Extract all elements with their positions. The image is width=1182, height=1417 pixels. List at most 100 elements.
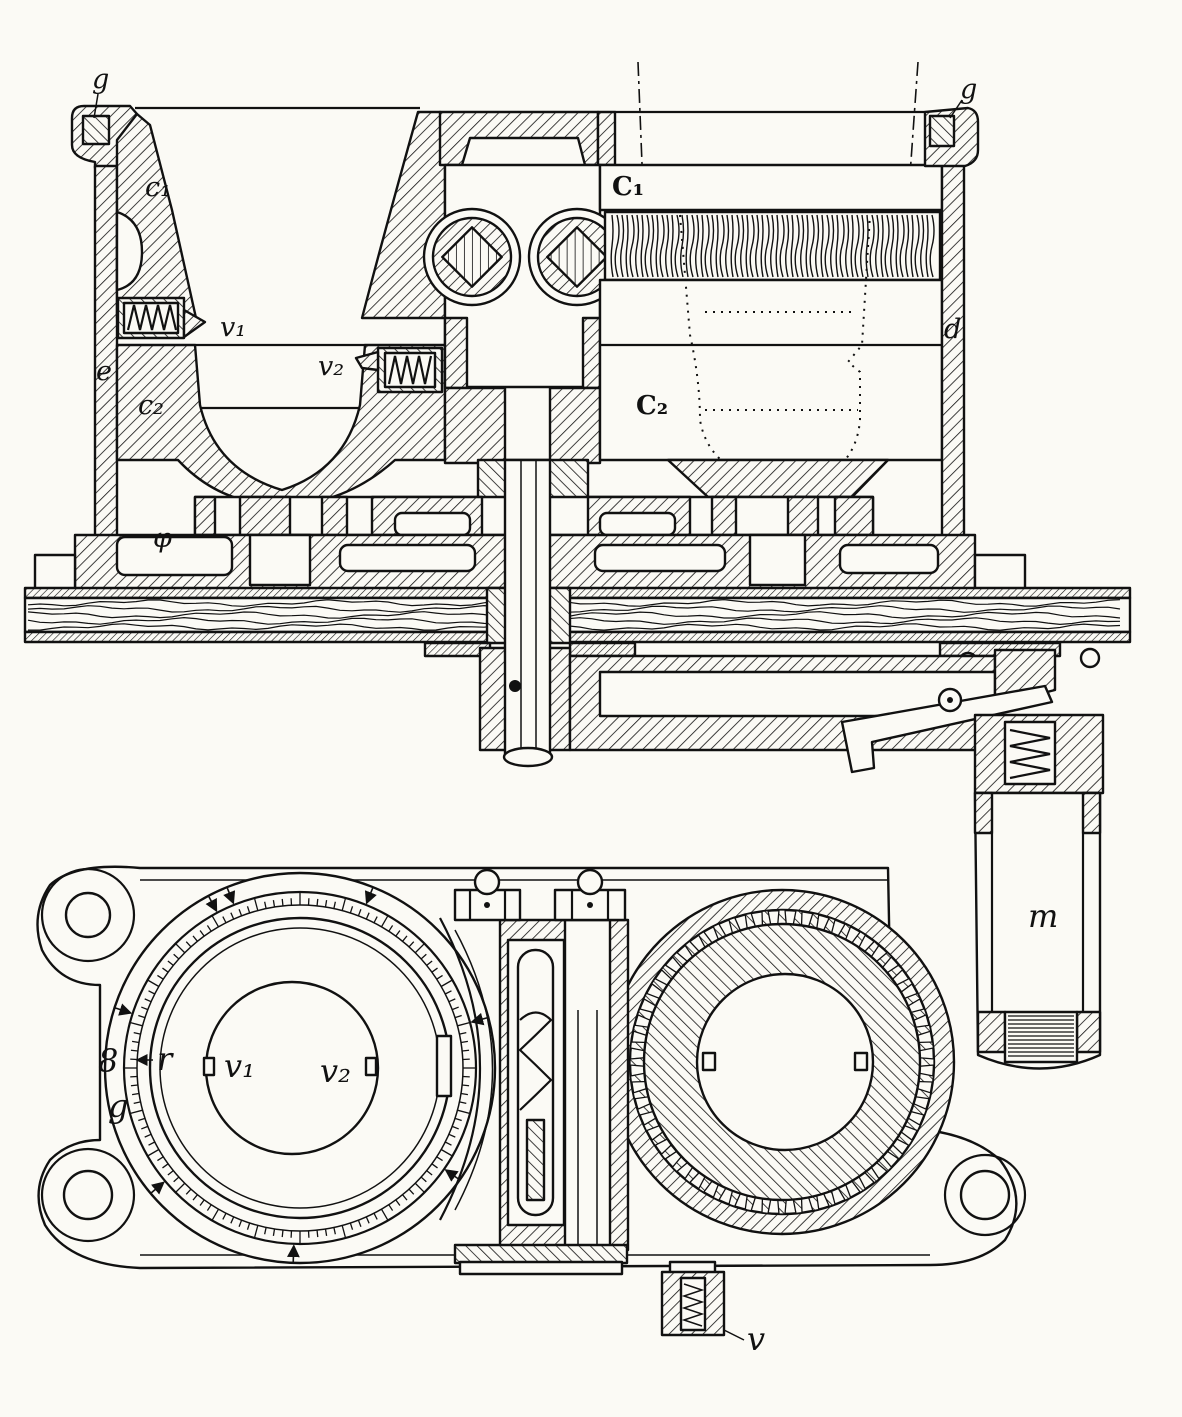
scale-tick <box>341 1225 347 1239</box>
brush-bristle <box>725 214 730 278</box>
grain-line <box>27 611 1121 619</box>
adjusting-screw <box>563 918 612 1272</box>
graduated-dial <box>103 871 497 1265</box>
cylinder-wall-bottom-right <box>1075 1010 1102 1054</box>
scale-tick <box>130 1084 138 1087</box>
scale-tick <box>157 974 164 980</box>
scale-tick <box>131 1040 140 1044</box>
plate-block <box>833 495 875 537</box>
scale-tick <box>324 899 328 908</box>
scale-tick <box>272 899 276 908</box>
scale-tick <box>454 1014 462 1019</box>
dial-divider <box>205 896 218 913</box>
roller-left-square-shaft <box>441 226 503 288</box>
scale-tick <box>408 1188 415 1195</box>
center-block-plan <box>439 868 630 1276</box>
label-r: r <box>157 1040 174 1078</box>
brush-bristle <box>815 214 820 278</box>
plate-block <box>193 495 217 537</box>
center-cap <box>438 110 600 167</box>
left-foot-plate <box>33 553 77 592</box>
main-shaft <box>503 458 552 758</box>
brush-bristle <box>629 214 635 278</box>
scale-tick <box>440 1148 453 1157</box>
ring-bore <box>695 972 875 1152</box>
brush-bristle <box>730 214 734 278</box>
scale-tick <box>349 1222 354 1230</box>
main-shaft-end <box>502 746 554 768</box>
brush-bristle <box>790 214 794 278</box>
bolt-dome-right <box>576 868 604 896</box>
hopper <box>666 458 890 499</box>
spring-v1-coil <box>126 304 178 331</box>
right-inner-flange <box>596 110 617 167</box>
plate-block <box>710 495 738 537</box>
shaft-pin-hole <box>509 680 521 692</box>
scale-tick <box>173 953 180 960</box>
pawl-v2 <box>354 350 380 372</box>
scale-tick <box>333 901 336 909</box>
brush-bristle <box>674 214 680 278</box>
scale-tick <box>431 967 438 973</box>
cylinder-wall-top-left <box>973 791 994 835</box>
dial-divider <box>223 887 236 905</box>
scale-tick <box>451 1006 459 1011</box>
brush-bristle <box>695 214 700 278</box>
brush-bristle <box>614 214 620 278</box>
scale-tick <box>253 897 259 911</box>
scale-tick <box>147 1148 160 1157</box>
scale-tick <box>131 1092 140 1096</box>
label-e: e <box>96 356 112 387</box>
brush-bristle <box>665 214 670 278</box>
right-foot-plate <box>973 553 1027 592</box>
bolt-hex-right <box>570 890 610 920</box>
scale-tick <box>460 1092 469 1096</box>
scale-tick <box>440 979 453 988</box>
plate-slot <box>393 511 472 537</box>
plan-view <box>36 865 1027 1337</box>
brush-bristle <box>850 214 854 278</box>
brush-bristle <box>644 214 650 278</box>
scale-tick <box>175 1182 186 1193</box>
scale-tick <box>130 1049 138 1052</box>
label-v: v <box>747 1320 765 1358</box>
worm-core <box>525 1118 546 1202</box>
right-outer-wall <box>940 163 966 577</box>
holder-spring-coil <box>1009 728 1051 780</box>
brush-bristle <box>869 214 875 278</box>
brush-bristle <box>680 214 685 278</box>
cylinder-wall-top-right <box>1081 791 1102 835</box>
scale-tick <box>462 1084 470 1087</box>
brush-bristle <box>899 214 905 278</box>
bolt-dot-left <box>484 902 490 908</box>
bolt-dome-left <box>473 868 501 896</box>
scale-tick <box>431 1163 438 1169</box>
scale-tick <box>457 1021 471 1027</box>
scale-tick <box>230 1216 235 1224</box>
brush-bristle <box>770 214 775 278</box>
brush-bristle <box>860 214 865 278</box>
brush-bristle <box>929 214 935 278</box>
scale-tick <box>414 1182 425 1193</box>
label-plan-8: 8 <box>98 1042 118 1080</box>
brush-bristle <box>820 214 824 278</box>
brush-bristle <box>700 214 704 278</box>
set-screw-spring <box>681 1283 705 1327</box>
brush-bristle <box>779 214 785 278</box>
scale-tick <box>357 1219 362 1227</box>
section-view <box>23 61 1132 1070</box>
scale-tick <box>408 941 415 948</box>
board-bottom-plate <box>23 630 1132 644</box>
brush-bristle <box>839 214 845 278</box>
set-screw-v <box>660 1260 726 1337</box>
spring-v2-coil <box>387 355 433 385</box>
scale-tick <box>451 1125 459 1130</box>
scale-tick <box>148 1141 156 1146</box>
trigger-lever <box>840 684 1054 774</box>
scale-tick <box>402 935 408 942</box>
scale-tick <box>175 943 186 954</box>
scale-tick <box>185 1188 192 1195</box>
grain-line <box>27 599 1121 607</box>
brush-bristle <box>755 214 760 278</box>
scale-tick <box>192 935 198 942</box>
